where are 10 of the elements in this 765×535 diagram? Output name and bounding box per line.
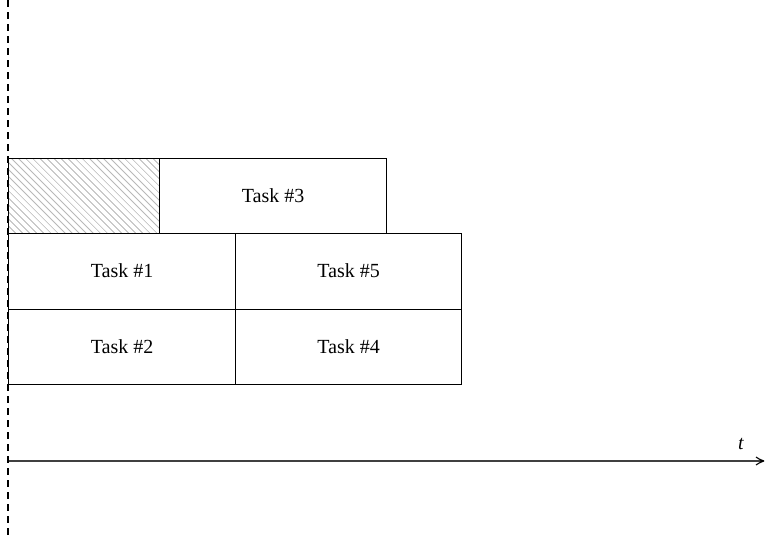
task-label: Task #5 (317, 260, 380, 283)
task-label: Task #2 (90, 336, 154, 358)
task-box (159, 158, 387, 234)
task-box (8, 309, 236, 385)
task-label: Task #4 (317, 336, 380, 358)
task-label: Task #1 (90, 260, 154, 283)
axis-label: t (738, 432, 744, 455)
task-box (235, 309, 462, 385)
hatched-block (8, 158, 160, 234)
task-label: Task #3 (242, 184, 304, 208)
